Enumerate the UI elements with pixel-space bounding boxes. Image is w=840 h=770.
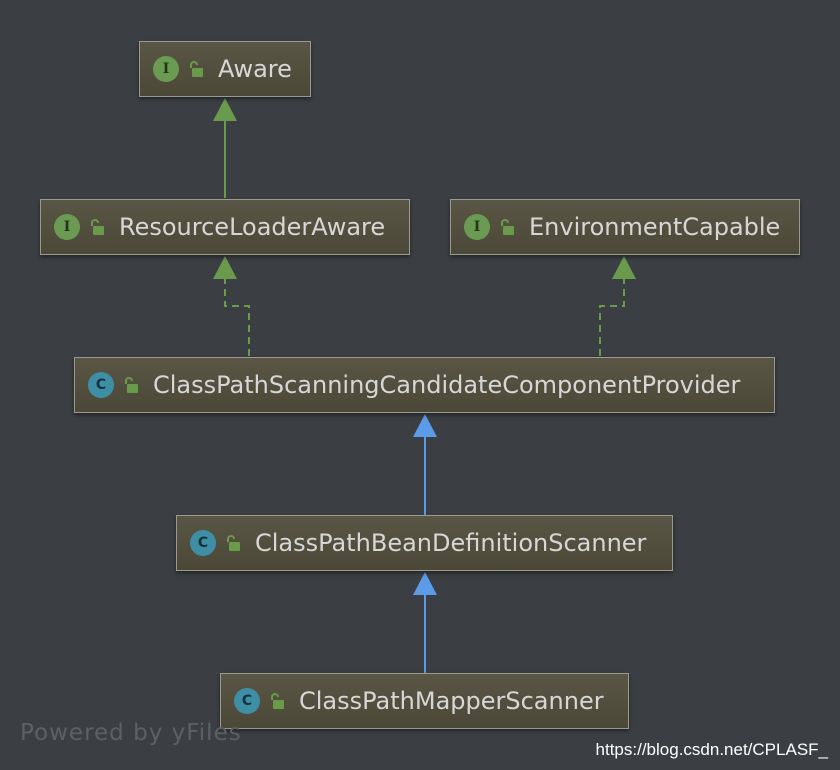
unlock-icon xyxy=(125,377,138,393)
arrowhead-provider xyxy=(413,414,437,437)
unlock-icon xyxy=(91,219,104,235)
node-bean-definition-scanner[interactable]: C ClassPathBeanDefinitionScanner xyxy=(176,515,673,571)
interface-icon: I xyxy=(464,214,490,240)
arrowhead-bds xyxy=(413,572,437,595)
node-resource-loader-aware[interactable]: I ResourceLoaderAware xyxy=(40,199,410,255)
arrowhead-aware xyxy=(213,98,237,121)
watermark-url: https://blog.csdn.net/CPLASF_ xyxy=(595,740,828,759)
node-label: ClassPathBeanDefinitionScanner xyxy=(255,529,647,557)
node-label: ResourceLoaderAware xyxy=(119,213,386,241)
node-aware[interactable]: I Aware xyxy=(139,41,311,97)
interface-icon: I xyxy=(153,56,179,82)
node-label: ClassPathScanningCandidateComponentProvi… xyxy=(153,371,741,399)
edge-provider-implements-ec xyxy=(599,278,625,356)
interface-icon: I xyxy=(54,214,80,240)
arrowhead-ec xyxy=(612,256,636,279)
class-icon: C xyxy=(234,688,260,714)
node-label: Aware xyxy=(218,55,292,83)
node-label: EnvironmentCapable xyxy=(529,213,781,241)
powered-by-text: Powered by yFiles xyxy=(20,720,242,746)
edge-provider-implements-rla xyxy=(224,278,250,356)
node-classpath-scanning-provider[interactable]: C ClassPathScanningCandidateComponentPro… xyxy=(74,357,775,413)
unlock-icon xyxy=(271,693,284,709)
node-environment-capable[interactable]: I EnvironmentCapable xyxy=(450,199,800,255)
node-label: ClassPathMapperScanner xyxy=(299,687,604,715)
arrowhead-rla xyxy=(213,256,237,279)
class-icon: C xyxy=(88,372,114,398)
node-mapper-scanner[interactable]: C ClassPathMapperScanner xyxy=(220,673,629,729)
class-icon: C xyxy=(190,530,216,556)
unlock-icon xyxy=(227,535,240,551)
unlock-icon xyxy=(190,61,203,77)
unlock-icon xyxy=(501,219,514,235)
